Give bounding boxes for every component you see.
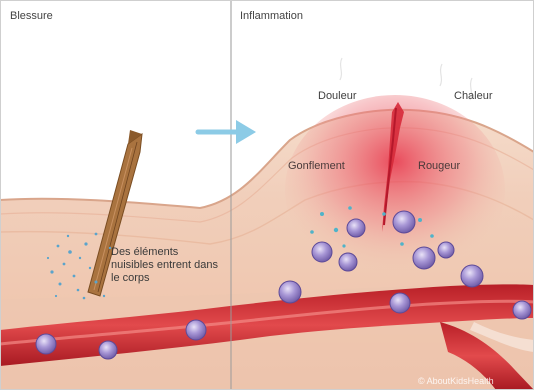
credit: © AboutKidsHealth [418, 375, 494, 388]
panel-title-inflammation: Inflammation [240, 10, 303, 23]
label-harmful-elements: Des éléments nuisibles entrent dans le c… [111, 246, 221, 285]
label-pain: Douleur [318, 90, 357, 103]
label-swelling: Gonflement [288, 160, 345, 173]
panel-title-injury: Blessure [10, 10, 53, 23]
label-heat: Chaleur [454, 90, 493, 103]
label-redness: Rougeur [418, 160, 460, 173]
